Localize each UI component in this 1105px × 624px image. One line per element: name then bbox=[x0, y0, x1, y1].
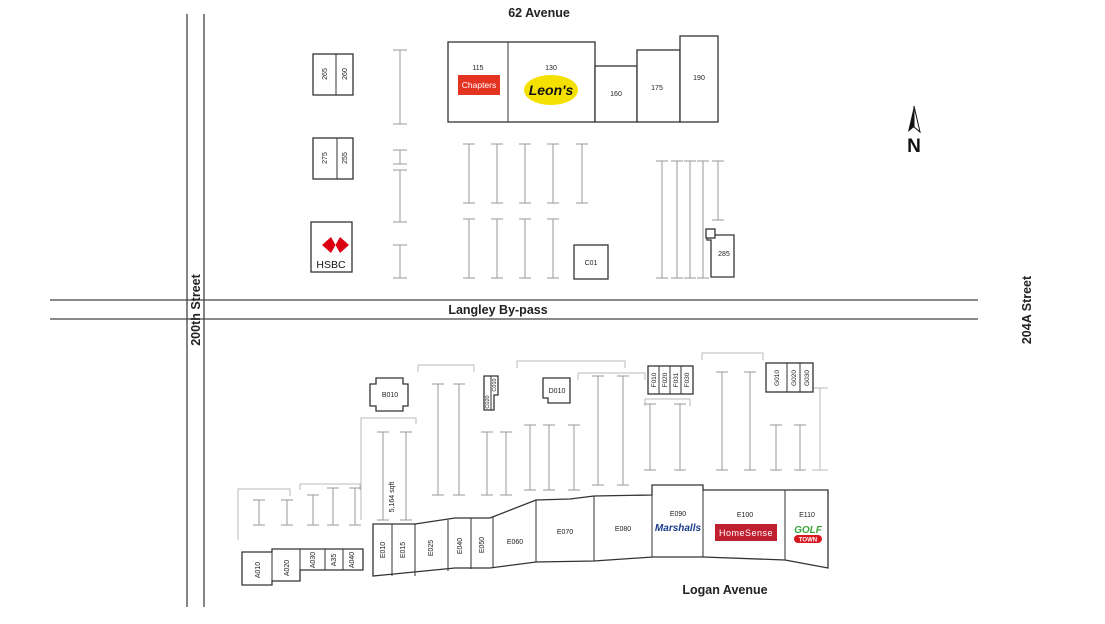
unit-265: 265 bbox=[322, 68, 329, 80]
unit-275: 275 bbox=[322, 152, 329, 164]
south-parking bbox=[237, 352, 828, 540]
unit-f020: F020 bbox=[662, 372, 669, 387]
hsbc-logo: HSBC bbox=[316, 259, 346, 271]
pad-c01 bbox=[573, 244, 609, 280]
unit-e080: E080 bbox=[615, 526, 631, 533]
pad-265-260 bbox=[312, 53, 354, 96]
unit-160: 160 bbox=[610, 91, 622, 98]
street-204a: 204A Street bbox=[1020, 275, 1034, 344]
pad-d010 bbox=[542, 377, 571, 404]
homesense-logo: HomeSense bbox=[715, 524, 777, 541]
unit-130: 130 bbox=[545, 65, 557, 72]
unit-g030: G030 bbox=[804, 370, 811, 386]
unit-e010: E010 bbox=[380, 542, 387, 558]
roads bbox=[50, 14, 978, 607]
unit-a35: A35 bbox=[331, 554, 338, 567]
unit-a010: A010 bbox=[255, 562, 262, 578]
unit-g020: G020 bbox=[791, 370, 798, 386]
unit-a020: A020 bbox=[284, 560, 291, 576]
svg-text:Leon's: Leon's bbox=[529, 82, 574, 98]
hsbc-building: HSBC bbox=[310, 221, 353, 273]
unit-255: 255 bbox=[342, 152, 349, 164]
unit-e050: E050 bbox=[479, 537, 486, 553]
golftown-logo: GOLF TOWN bbox=[794, 525, 823, 544]
unit-285: 285 bbox=[718, 251, 730, 258]
svg-text:N: N bbox=[907, 136, 921, 157]
north-arrow-icon: N bbox=[907, 105, 921, 157]
svg-text:Chapters: Chapters bbox=[462, 80, 497, 90]
unit-d010: D010 bbox=[549, 388, 566, 395]
pad-g-block bbox=[765, 362, 814, 393]
unit-b010: B010 bbox=[382, 392, 398, 399]
unit-f031: F031 bbox=[673, 372, 680, 387]
pad-285 bbox=[705, 228, 735, 278]
unit-115: 115 bbox=[472, 65, 483, 72]
marshalls-logo: Marshalls bbox=[655, 523, 702, 534]
street-logan-avenue: Logan Avenue bbox=[682, 583, 767, 597]
unit-c01: C01 bbox=[585, 260, 598, 267]
street-62-avenue: 62 Avenue bbox=[508, 6, 570, 20]
unit-c010: C010 bbox=[492, 378, 498, 391]
unit-e100: E100 bbox=[737, 512, 753, 519]
unit-f010: F010 bbox=[651, 372, 658, 387]
unit-190: 190 bbox=[693, 75, 705, 82]
building-a bbox=[241, 548, 364, 586]
unit-e025: E025 bbox=[428, 540, 435, 556]
unit-e040: E040 bbox=[457, 538, 464, 554]
sqft-note: 5,164 sqft bbox=[389, 482, 396, 513]
pad-b010 bbox=[369, 377, 409, 412]
unit-e060: E060 bbox=[507, 539, 523, 546]
unit-g010: G010 bbox=[774, 370, 781, 386]
street-langley-bypass: Langley By-pass bbox=[448, 303, 547, 317]
unit-f030: F030 bbox=[684, 372, 691, 387]
pad-f-block bbox=[647, 365, 694, 395]
unit-a040: A040 bbox=[349, 552, 356, 568]
building-e bbox=[372, 484, 829, 577]
unit-c020: C020 bbox=[485, 395, 491, 408]
unit-260: 260 bbox=[342, 68, 349, 80]
street-200th: 200th Street bbox=[189, 273, 203, 345]
north-parking bbox=[393, 49, 724, 279]
chapters-logo: Chapters bbox=[458, 75, 500, 95]
svg-text:TOWN: TOWN bbox=[799, 538, 817, 544]
pad-275-255 bbox=[312, 137, 354, 180]
unit-e015: E015 bbox=[400, 542, 407, 558]
svg-text:GOLF: GOLF bbox=[794, 525, 823, 536]
unit-e110: E110 bbox=[799, 512, 815, 519]
leons-logo: Leon's bbox=[524, 75, 578, 105]
pad-c010-c020 bbox=[483, 375, 499, 411]
unit-a030: A030 bbox=[310, 552, 317, 568]
svg-text:HomeSense: HomeSense bbox=[719, 528, 773, 538]
unit-e070: E070 bbox=[557, 529, 573, 536]
unit-e090: E090 bbox=[670, 511, 686, 518]
unit-175: 175 bbox=[651, 85, 663, 92]
